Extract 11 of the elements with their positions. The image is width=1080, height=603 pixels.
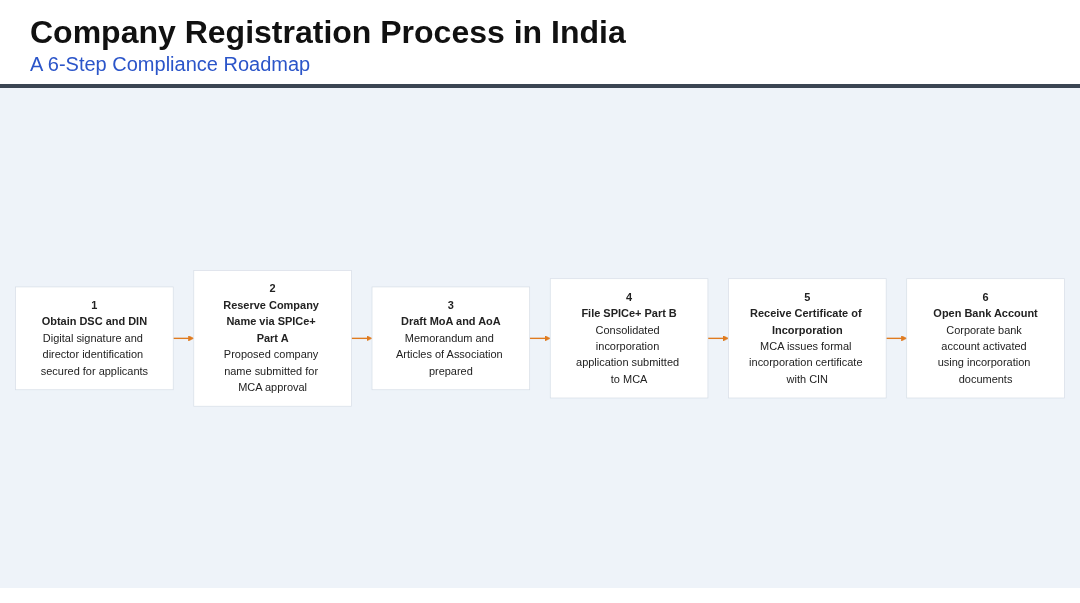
node-box: 3 Draft MoA and AoA Memorandum and Articles of Association prepared bbox=[371, 286, 531, 390]
node-box: 6 Open Bank Account Corporate bank account activated using incorporation documents bbox=[906, 278, 1065, 398]
subtitle: A 6-Step Compliance Roadmap bbox=[30, 53, 311, 76]
arrow bbox=[350, 335, 373, 341]
arrow bbox=[529, 335, 551, 341]
node-box: 1 Obtain DSC and DIN Digital signature and director identification secured for applicants bbox=[15, 286, 174, 390]
node-box: 5 Receive Certificate of Incorporation MCA issues formal incorporation certificate with CIN bbox=[728, 278, 887, 398]
node-box: 4 File SPICe+ Part B Consolidated incorporation application submitted to MCA bbox=[549, 278, 709, 398]
arrow bbox=[172, 335, 195, 341]
title: Company Registration Process in India bbox=[30, 14, 626, 51]
node-box: 2 Reserve Company Name via SPICe+ Part A Proposed company name submitted for MCA approval bbox=[193, 269, 352, 407]
